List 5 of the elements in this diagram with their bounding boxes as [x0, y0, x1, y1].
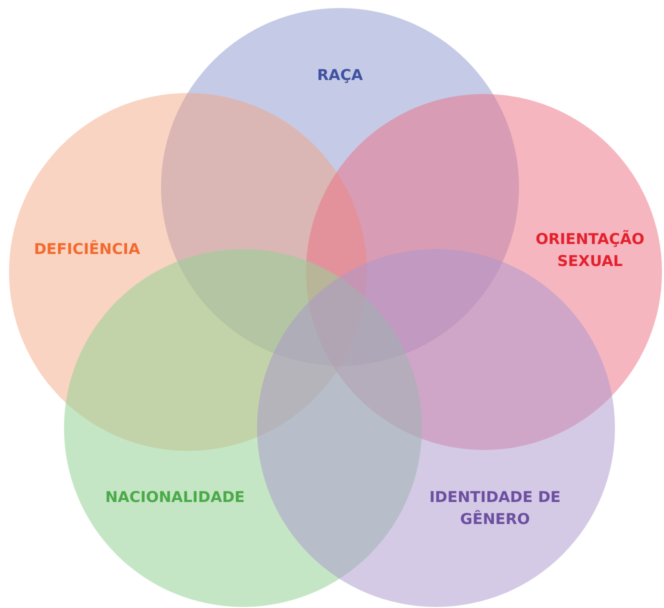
circle-label: NACIONALIDADE: [104, 487, 246, 508]
circle-label: IDENTIDADE DE GÊNERO: [428, 487, 562, 530]
circle-label: DEFICIÊNCIA: [32, 239, 142, 260]
circle-label: RAÇA: [316, 65, 364, 86]
circle-label: ORIENTAÇÃO SEXUAL: [534, 229, 646, 272]
